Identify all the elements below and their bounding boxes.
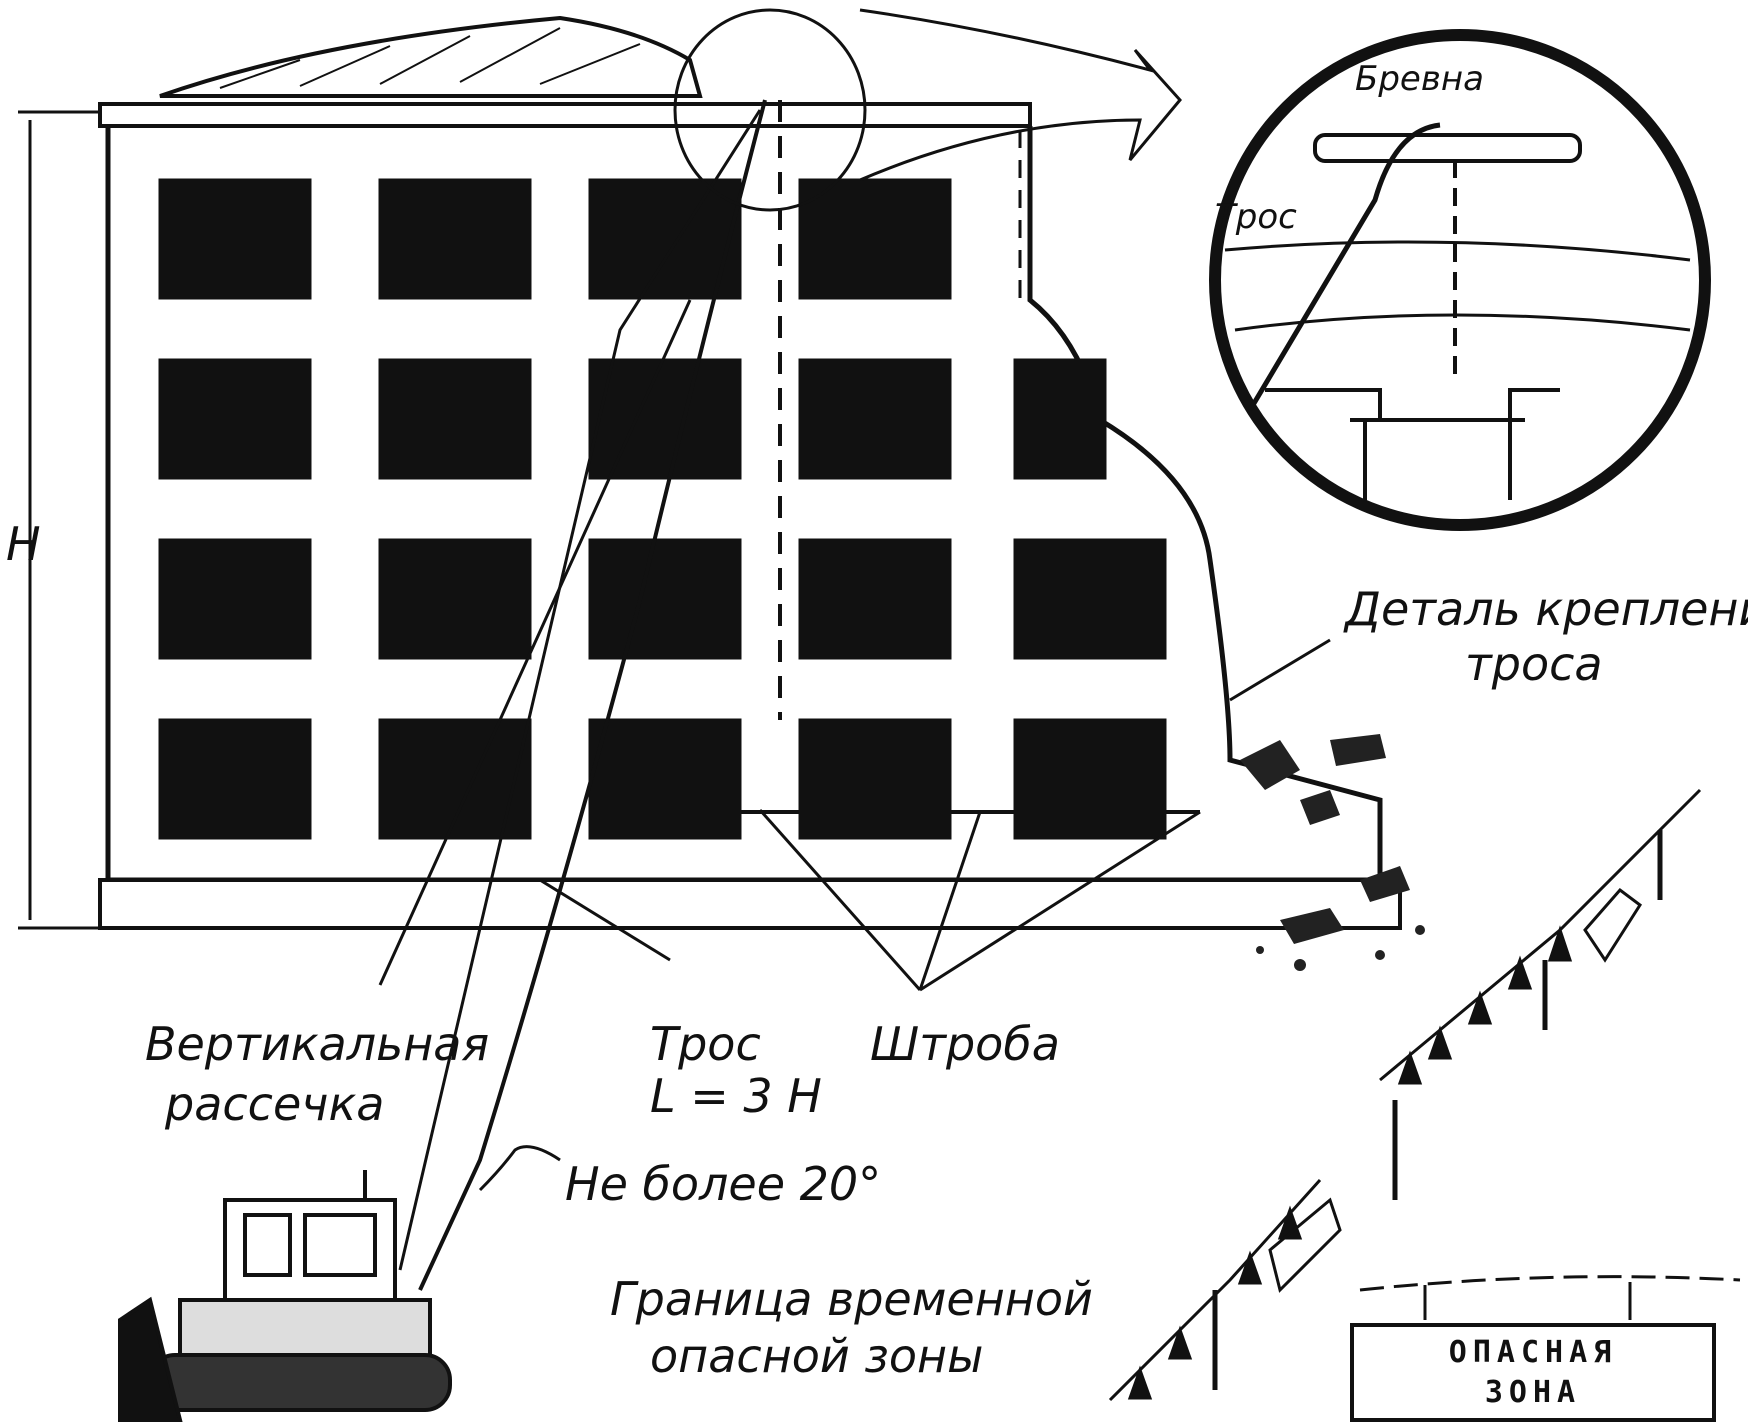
window [1013,718,1167,840]
window [1013,358,1107,480]
angle-arc [478,1145,561,1192]
detail-callout-circle [673,8,867,212]
roof [159,15,703,98]
angle-label: Не более 20° [565,1157,881,1211]
window [1013,538,1167,660]
cornice [98,102,1032,128]
height-label: H [6,517,41,571]
plinth [98,878,1402,930]
window [798,358,952,480]
debris [1240,734,1425,971]
cable-line-2 [398,109,762,1271]
groove-leader [758,809,922,991]
boundary-label-line1: Граница временной [610,1272,1093,1326]
fence-board [1583,887,1643,963]
detail-log-label: Бревна [1355,59,1484,99]
windows [158,178,1167,840]
window [798,538,952,660]
window [158,718,312,840]
cable-attachment-detail: Бревна Трос [1209,29,1711,531]
detail-wall-column [1350,418,1525,500]
window [158,178,312,300]
window [378,538,532,660]
cable-system [398,8,1182,1291]
window [588,718,742,840]
window [378,178,532,300]
sign-top-line [1359,1275,1741,1292]
bulldozer [118,1170,452,1422]
groove-leader [919,810,1201,992]
cable-label-line2: L = 3 H [650,1069,822,1123]
building: H [6,15,1425,971]
vertical-cut-leader [378,299,692,986]
detail-cable-label: Трос [1215,197,1297,237]
groove-leader [918,811,982,991]
window [158,538,312,660]
vertical-cut-label-line2: рассечка [164,1077,384,1131]
window [798,178,952,300]
label-leaders [378,299,1201,1192]
detail-title-leader [1229,638,1331,702]
window [158,358,312,480]
window [588,358,742,480]
bulldozer-window [243,1213,292,1277]
bulldozer-blade [118,1296,183,1422]
danger-zone-fence [1108,788,1702,1402]
roof-hatching [219,27,641,89]
detail-log [1313,133,1582,163]
fence-board [1268,1197,1342,1293]
sign-board [1350,1323,1716,1422]
sign-text-line2: ЗОНА [1485,1375,1581,1410]
fence-flags [1127,925,1573,1400]
detail-arrow [859,8,1182,182]
bulldozer-track [148,1353,452,1412]
cable-leader [539,878,671,962]
bulldozer-window [303,1213,377,1277]
danger-zone-sign: ОПАСНАЯ ЗОНА [1350,1275,1741,1422]
detail-title-line2: троса [1465,637,1603,691]
boundary-label-line2: опасной зоны [650,1329,983,1383]
detail-title-line1: Деталь крепления [1343,582,1748,636]
fence-rope [1379,788,1702,1082]
detail-cable [1247,122,1441,412]
window [378,358,532,480]
cable-line [418,99,767,1291]
groove-label: Штроба [870,1017,1060,1071]
cable-label-line1: Трос [650,1017,761,1071]
window [588,178,742,300]
vertical-cut-label-line1: Вертикальная [145,1017,489,1071]
window [588,538,742,660]
detail-circle [1209,29,1711,531]
window [798,718,952,840]
sign-text-line1: ОПАСНАЯ [1449,1335,1617,1370]
detail-floor-line [1224,240,1691,262]
